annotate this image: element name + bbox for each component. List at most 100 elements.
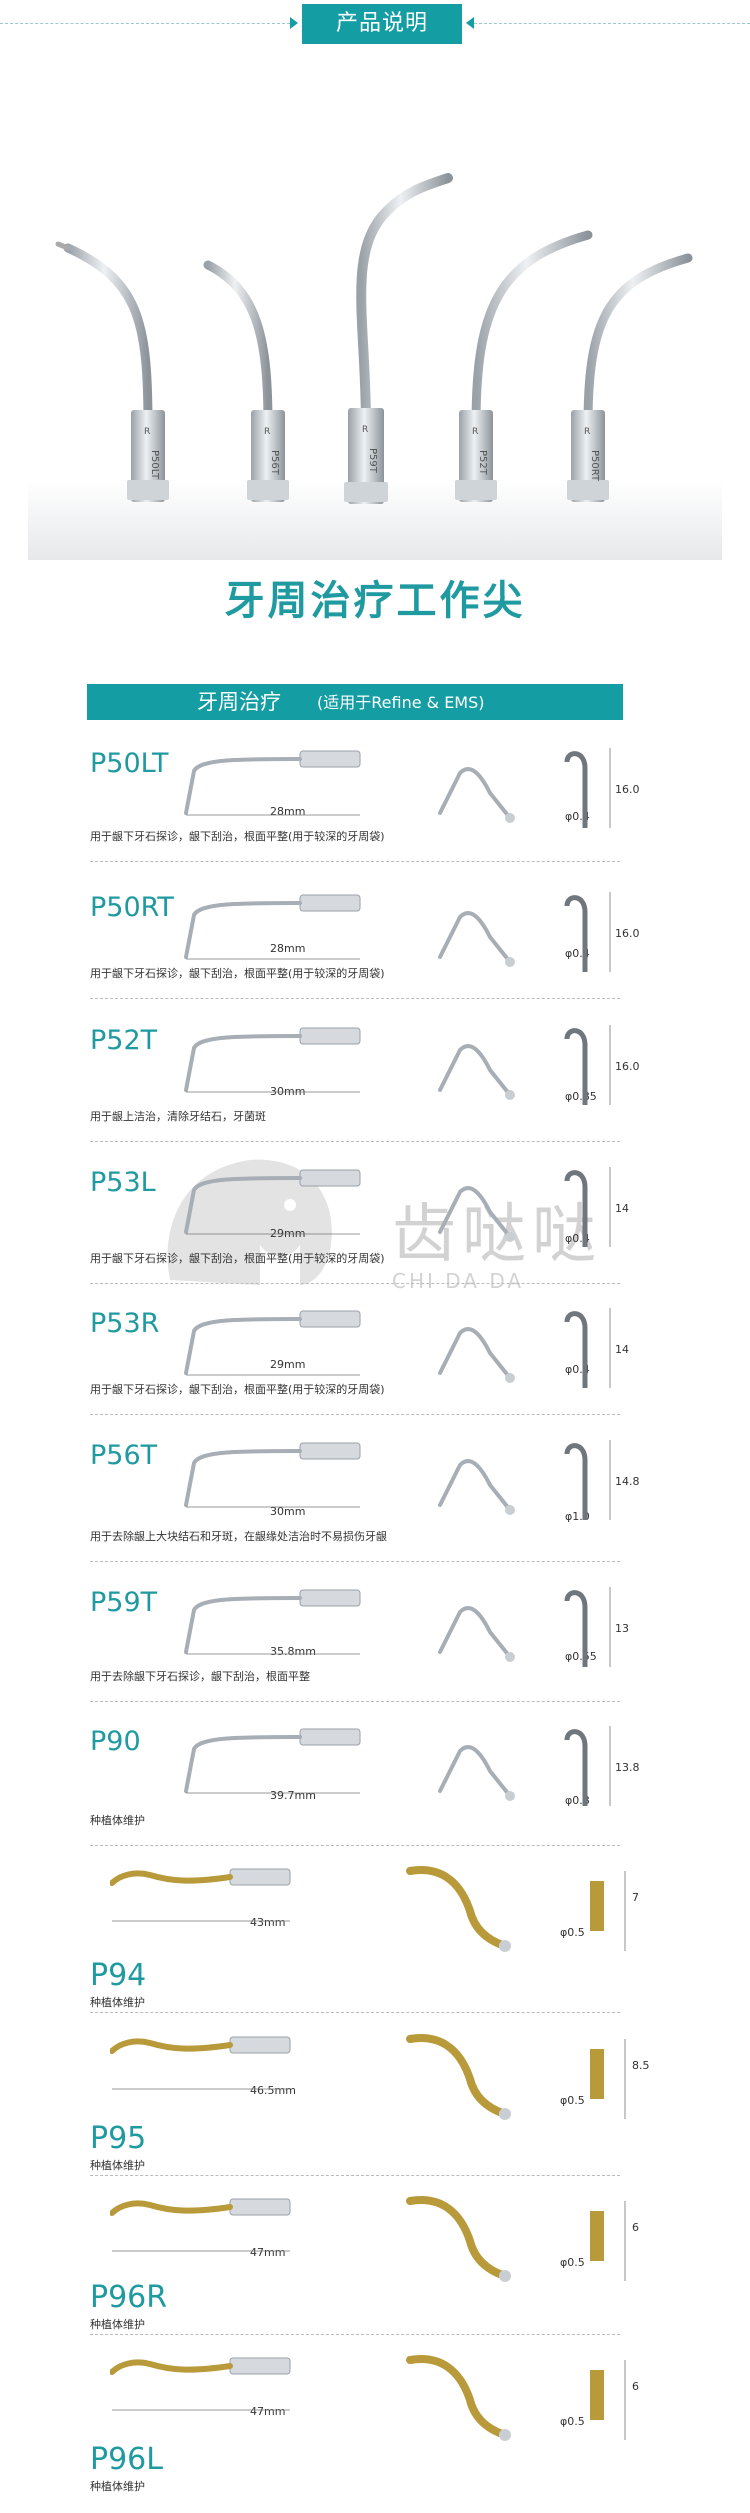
tip-description: 用于龈下牙石探诊，龈下刮治，根面平整(用于较深的牙周袋) xyxy=(90,967,385,980)
tip-side-view xyxy=(438,911,515,967)
tip-height: 16.0 xyxy=(615,927,640,940)
tip-row: P95 种植体维护 46.5mm 8.5 φ0.5 xyxy=(0,2019,750,2179)
row-separator xyxy=(90,1845,620,1846)
tip-length: 30mm xyxy=(270,1505,306,1518)
row-separator xyxy=(90,1283,620,1284)
tip-dimension-diagram xyxy=(590,2039,626,2119)
tip-dimension-diagram xyxy=(590,1871,626,1951)
header-arrow-left-icon xyxy=(290,17,298,29)
tip-description: 用于龈下牙石探诊，龈下刮治，根面平整(用于较深的牙周袋) xyxy=(90,1252,385,1265)
tip-side-view xyxy=(406,2034,511,2120)
tip-code: P59T xyxy=(90,1587,158,1618)
tip-side-view xyxy=(438,1186,515,1242)
tip-code: P94 xyxy=(90,1958,147,1993)
tip-code: P50RT xyxy=(90,892,174,923)
tip-row: P53R 用于龈下牙石探诊，龈下刮治，根面平整(用于较深的牙周袋) 29mm 1… xyxy=(0,1288,750,1418)
tip-side-view xyxy=(438,1606,515,1662)
tip-description: 用于龈下牙石探诊，龈下刮治，根面平整(用于较深的牙周袋) xyxy=(90,1383,385,1396)
tip-height: 14 xyxy=(615,1202,629,1215)
watermark-elephant-logo xyxy=(167,1159,332,1285)
hero-tip-3-brand: R xyxy=(362,425,368,435)
row-separator xyxy=(90,1141,620,1142)
hero-tip-5 xyxy=(567,253,693,502)
tip-height: 6 xyxy=(632,2380,639,2393)
hero-tip-3 xyxy=(344,173,453,504)
watermark-text: 齿哒哒 xyxy=(392,1198,602,1272)
tip-length: 39.7mm xyxy=(270,1789,316,1802)
tip-side-view xyxy=(438,1327,515,1383)
tip-dimension-diagram xyxy=(564,1587,611,1667)
tip-height: 14 xyxy=(615,1343,629,1356)
tip-side-view xyxy=(438,1459,515,1515)
tip-dimension-diagram xyxy=(564,892,611,972)
tip-height: 16.0 xyxy=(615,1060,640,1073)
tip-length: 43mm xyxy=(250,1916,286,1929)
tip-code: P90 xyxy=(90,1726,141,1757)
header-title: 产品说明 xyxy=(302,4,462,44)
hero-tip-5-brand: R xyxy=(584,427,590,437)
hero-tip-5-label: P50RT xyxy=(589,450,600,482)
tip-diameter: φ0.5 xyxy=(560,2415,585,2428)
tip-front-view xyxy=(184,1589,361,1655)
tip-front-view xyxy=(110,2357,291,2411)
tip-code: P53R xyxy=(90,1308,160,1339)
tip-row: P90 种植体维护 39.7mm 13.8 φ0.8 xyxy=(0,1706,750,1849)
tip-row: P50LT 用于龈下牙石探诊，龈下刮治，根面平整(用于较深的牙周袋) 28mm … xyxy=(0,728,750,865)
tip-dimension-diagram xyxy=(564,1308,611,1388)
tip-height: 6 xyxy=(632,2221,639,2234)
tip-description: 种植体维护 xyxy=(90,2318,145,2331)
tip-front-view xyxy=(184,1027,361,1093)
tip-length: 29mm xyxy=(270,1227,306,1240)
hero-tip-4 xyxy=(455,230,593,502)
tip-row: P96R 种植体维护 47mm 6 φ0.5 xyxy=(0,2181,750,2338)
hero-tip-2-label: P56T xyxy=(269,450,280,476)
tip-length: 47mm xyxy=(250,2246,286,2259)
row-separator xyxy=(90,1414,620,1415)
tip-dimension-diagram xyxy=(564,1726,611,1806)
row-separator xyxy=(90,2012,620,2013)
tip-height: 16.0 xyxy=(615,783,640,796)
tip-code: P56T xyxy=(90,1440,158,1471)
tip-side-view xyxy=(438,1745,515,1801)
tip-side-view xyxy=(438,767,515,823)
tip-length: 28mm xyxy=(270,942,306,955)
row-separator xyxy=(90,2334,620,2335)
row-separator xyxy=(90,861,620,862)
tip-diameter: φ0.5 xyxy=(560,2256,585,2269)
tip-diameter: φ0.55 xyxy=(565,1650,597,1663)
tip-front-view xyxy=(184,750,361,816)
hero-tip-2 xyxy=(203,260,289,502)
tip-front-view xyxy=(110,2036,291,2090)
watermark-subtext: CHI DA DA xyxy=(392,1269,525,1293)
tip-side-view xyxy=(406,1866,511,1952)
hero-tip-4-brand: R xyxy=(472,427,478,437)
hero-tip-2-brand: R xyxy=(264,427,270,437)
tip-side-view xyxy=(406,2355,511,2441)
row-separator xyxy=(90,1701,620,1702)
tip-dimension-diagram xyxy=(590,2360,626,2440)
header-arrow-right-icon xyxy=(466,17,474,29)
tip-description: 种植体维护 xyxy=(90,1814,145,1827)
tip-code: P50LT xyxy=(90,748,169,779)
tip-front-view xyxy=(184,1310,361,1376)
tip-description: 用于去除龈下牙石探诊，龈下刮治，根面平整 xyxy=(90,1670,310,1683)
tip-dimension-diagram xyxy=(590,2201,626,2281)
tip-front-view xyxy=(184,1442,361,1508)
tip-front-view xyxy=(184,894,361,960)
tip-row: P52T 用于龈上洁治，清除牙结石，牙菌斑 30mm 16.0 φ0.85 xyxy=(0,1005,750,1145)
header-divider-left xyxy=(0,23,290,24)
tip-row: P50RT 用于龈下牙石探诊，龈下刮治，根面平整(用于较深的牙周袋) 28mm … xyxy=(0,872,750,1002)
tip-height: 13 xyxy=(615,1622,629,1635)
tip-code: P95 xyxy=(90,2121,147,2156)
tip-row: P53L 用于龈下牙石探诊，龈下刮治，根面平整(用于较深的牙周袋) 29mm 1… xyxy=(0,1147,750,1287)
tip-front-view xyxy=(110,1868,291,1922)
tip-height: 13.8 xyxy=(615,1761,640,1774)
tip-description: 种植体维护 xyxy=(90,2159,145,2172)
hero-title: 牙周治疗工作尖 xyxy=(224,578,526,624)
tip-front-view xyxy=(110,2198,291,2252)
hero-tip-3-label: P59T xyxy=(367,448,378,474)
tip-length: 47mm xyxy=(250,2405,286,2418)
tip-length: 35.8mm xyxy=(270,1645,316,1658)
tip-description: 种植体维护 xyxy=(90,2480,145,2493)
tip-description: 用于龈下牙石探诊，龈下刮治，根面平整(用于较深的牙周袋) xyxy=(90,830,385,843)
